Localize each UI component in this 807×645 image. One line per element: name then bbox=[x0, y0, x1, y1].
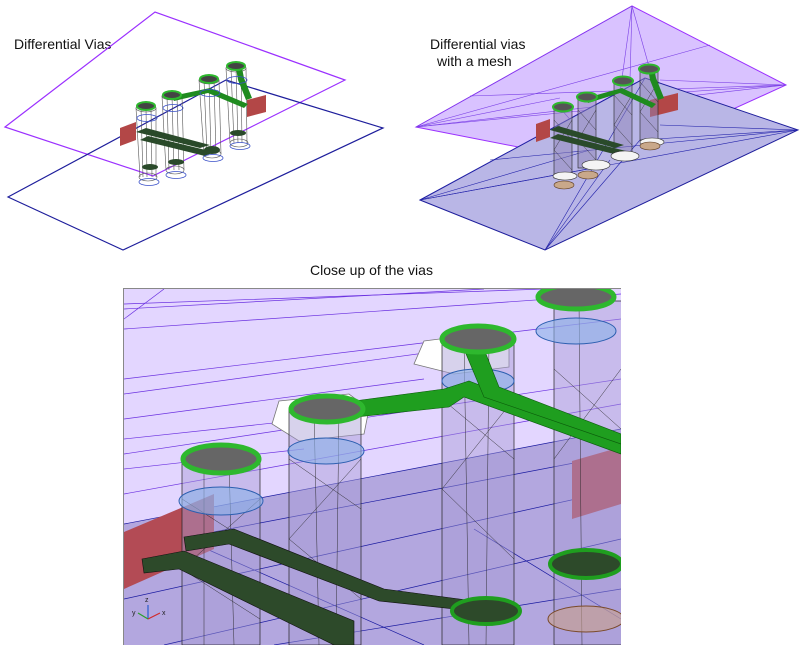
bottom-plane bbox=[6, 79, 385, 251]
mesh-bottom-trace bbox=[550, 126, 624, 148]
closeup-pad-1 bbox=[180, 442, 262, 476]
top-pad-4 bbox=[226, 61, 246, 71]
title-close-up: Close up of the vias bbox=[310, 262, 433, 278]
mesh-pad-3 bbox=[612, 75, 634, 87]
closeup-bottom-pad-1 bbox=[450, 596, 522, 626]
port-left bbox=[120, 122, 136, 146]
axis-label-z: z bbox=[145, 597, 149, 604]
panel-close-up: z x y bbox=[123, 288, 621, 645]
mesh-bottom-pads bbox=[553, 141, 661, 190]
closeup-bottom-trace-b bbox=[141, 550, 355, 645]
axis-label-y: y bbox=[132, 610, 136, 617]
mesh-pad-2 bbox=[576, 91, 598, 103]
title-differential-vias: Differential Vias bbox=[14, 36, 112, 52]
closeup-copper-ring bbox=[547, 605, 621, 633]
closeup-top-pads bbox=[180, 289, 617, 476]
top-pad-3 bbox=[199, 74, 219, 84]
panel-differential-vias bbox=[0, 0, 400, 260]
axis-triad bbox=[137, 605, 161, 620]
panel-differential-vias-mesh bbox=[410, 0, 807, 260]
bottom-trace bbox=[136, 128, 210, 148]
mesh-pad-4 bbox=[638, 63, 660, 75]
closeup-pad-4 bbox=[535, 289, 617, 312]
mesh-pad-1 bbox=[552, 101, 574, 113]
top-trace-2 bbox=[236, 68, 252, 100]
closeup-bottom-pad-2 bbox=[548, 548, 621, 580]
mesh-via-triangles bbox=[553, 81, 659, 171]
mesh-via-columns bbox=[553, 69, 659, 179]
bottom-pad bbox=[204, 146, 220, 154]
bottom-trace-2 bbox=[140, 136, 214, 156]
top-trace bbox=[172, 88, 248, 108]
closeup-drawing: z x y bbox=[124, 289, 621, 645]
title-differential-vias-mesh-line2: with a mesh bbox=[437, 53, 512, 69]
top-pad-1 bbox=[136, 101, 156, 111]
mesh-top-trace bbox=[586, 88, 656, 108]
title-differential-vias-mesh-line1: Differential vias bbox=[430, 36, 526, 52]
closeup-pad-2 bbox=[288, 393, 366, 425]
vias-drawing bbox=[3, 11, 385, 251]
mesh-drawing bbox=[414, 5, 800, 251]
closeup-pad-3 bbox=[439, 323, 517, 355]
mesh-port-left bbox=[536, 119, 550, 142]
top-plane bbox=[3, 11, 347, 177]
closeup-plane-rings bbox=[178, 317, 617, 516]
top-pad-2 bbox=[162, 90, 182, 100]
closeup-port-right bbox=[572, 447, 621, 519]
axis-label-x: x bbox=[162, 610, 166, 617]
mesh-top-trace-2 bbox=[648, 68, 664, 100]
closeup-top-trace-a bbox=[353, 380, 621, 455]
port-right bbox=[247, 95, 266, 117]
